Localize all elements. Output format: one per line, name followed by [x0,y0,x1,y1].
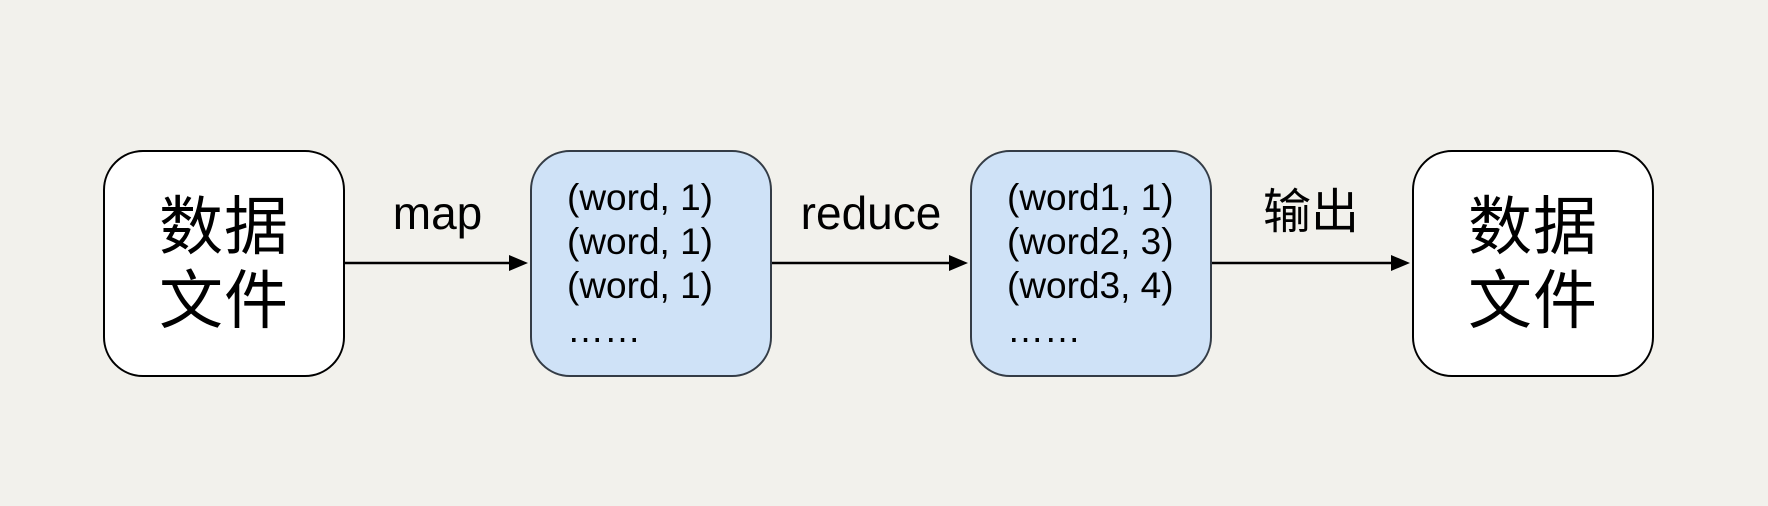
node-map-output: (word, 1) (word, 1) (word, 1) …… [530,150,772,377]
edge-label-output: 输出 [1262,186,1359,239]
arrowhead [509,255,528,271]
kv-pair-line: (word3, 4) [1007,264,1174,306]
kv-pair-line: (word2, 3) [1007,220,1174,262]
node-label-line: 文件 [1468,264,1598,337]
ellipsis-line: …… [567,308,641,350]
kv-pair-line: (word, 1) [567,264,713,306]
node-label-line: 数据 [159,190,289,263]
node-source-file: 数据 文件 [103,150,345,377]
node-sink-file: 数据 文件 [1412,150,1654,377]
ellipsis-line: …… [1007,308,1081,350]
kv-pair-line: (word1, 1) [1007,176,1174,218]
node-reduce-output: (word1, 1) (word2, 3) (word3, 4) …… [970,150,1212,377]
arrowhead [949,255,968,271]
node-label-line: 数据 [1468,190,1598,263]
arrowhead [1391,255,1410,271]
kv-pair-line: (word, 1) [567,176,713,218]
edge-label-map: map [392,187,483,239]
edge-map-arrow [345,255,528,271]
edge-label-reduce: reduce [800,187,942,239]
edge-reduce-arrow [772,255,968,271]
node-label-line: 文件 [159,264,289,337]
kv-pair-line: (word, 1) [567,220,713,262]
edge-output-arrow [1212,255,1410,271]
